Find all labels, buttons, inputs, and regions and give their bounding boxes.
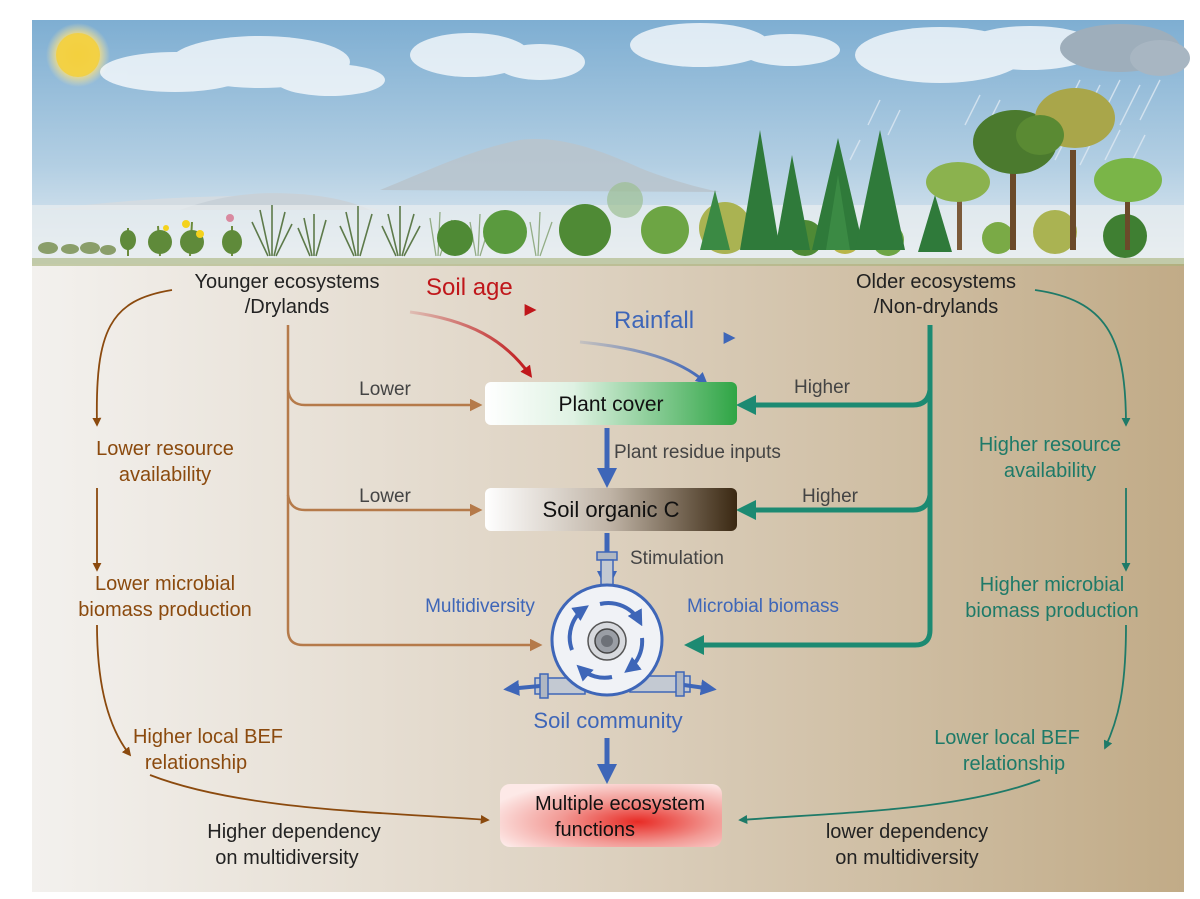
right-dependency-1: lower dependency xyxy=(826,821,988,843)
higher-plant-arrow xyxy=(736,389,933,415)
lower-soc-label: Lower xyxy=(359,486,411,507)
right-microbial-2: biomass production xyxy=(965,600,1138,622)
mef-box xyxy=(500,784,722,847)
left-resource-1: Lower resource xyxy=(96,438,234,460)
higher-soc-label: Higher xyxy=(802,486,859,507)
mef-label-1: Multiple ecosystem xyxy=(535,793,705,815)
lower-plant-arrow xyxy=(286,389,483,412)
right-dependency-2: on multidiversity xyxy=(835,847,978,869)
left-bef-2: relationship xyxy=(145,752,247,774)
left-dependency-1: Higher dependency xyxy=(207,821,380,843)
soil-organic-c-box xyxy=(485,488,737,531)
left-bef-to-mef xyxy=(149,774,490,824)
rain-cloud-icon xyxy=(1060,24,1190,76)
lower-soc-arrow xyxy=(286,494,483,517)
older-label-2: /Non-drylands xyxy=(874,296,999,318)
rainfall-label: Rainfall xyxy=(614,307,694,334)
mef-label-2: functions xyxy=(555,819,635,841)
left-microbial-1: Lower microbial xyxy=(95,573,235,595)
right-bef-to-mef xyxy=(738,779,1041,824)
left-bef-1: Higher local BEF xyxy=(133,726,283,748)
plant-residue-label: Plant residue inputs xyxy=(614,442,781,463)
plant-cover-box xyxy=(485,382,737,425)
right-curve-top xyxy=(1034,289,1131,427)
right-microbial-1: Higher microbial xyxy=(980,574,1125,596)
older-label-1: Older ecosystems xyxy=(856,271,1016,293)
right-microbial-to-bef xyxy=(1103,624,1127,750)
right-bef-1: Lower local BEF xyxy=(934,727,1080,749)
right-resource-1: Higher resource xyxy=(979,434,1121,456)
left-resource-2: availability xyxy=(119,464,211,486)
left-dependency-2: on multidiversity xyxy=(215,847,358,869)
left-microbial-to-bef xyxy=(96,624,132,757)
soil-age-label: Soil age xyxy=(426,274,513,301)
left-curve-top xyxy=(92,289,173,427)
right-resource-2: availability xyxy=(1004,460,1096,482)
soil-community-label: Soil community xyxy=(533,708,682,733)
soil-organic-c-label: Soil organic C xyxy=(543,497,680,522)
multidiversity-label: Multidiversity xyxy=(425,596,535,617)
higher-plant-label: Higher xyxy=(794,377,851,398)
plant-cover-label: Plant cover xyxy=(558,393,663,416)
microbial-biomass-label: Microbial biomass xyxy=(687,596,839,617)
left-microbial-2: biomass production xyxy=(78,599,251,621)
higher-soc-arrow xyxy=(736,494,933,520)
lower-plant-label: Lower xyxy=(359,379,411,400)
stimulation-label: Stimulation xyxy=(630,548,724,569)
older-trunk-line xyxy=(684,325,933,655)
right-bef-2: relationship xyxy=(963,753,1065,775)
vegetation-gradient xyxy=(38,88,1162,258)
soil-community-icon xyxy=(503,551,717,699)
rainfall-to-plant-arrow xyxy=(579,340,708,385)
younger-trunk-line xyxy=(286,325,543,652)
soil-age-to-plant-arrow xyxy=(409,310,533,378)
younger-label-1: Younger ecosystems xyxy=(195,271,380,293)
younger-label-2: /Drylands xyxy=(245,296,329,318)
clouds xyxy=(100,23,1100,96)
